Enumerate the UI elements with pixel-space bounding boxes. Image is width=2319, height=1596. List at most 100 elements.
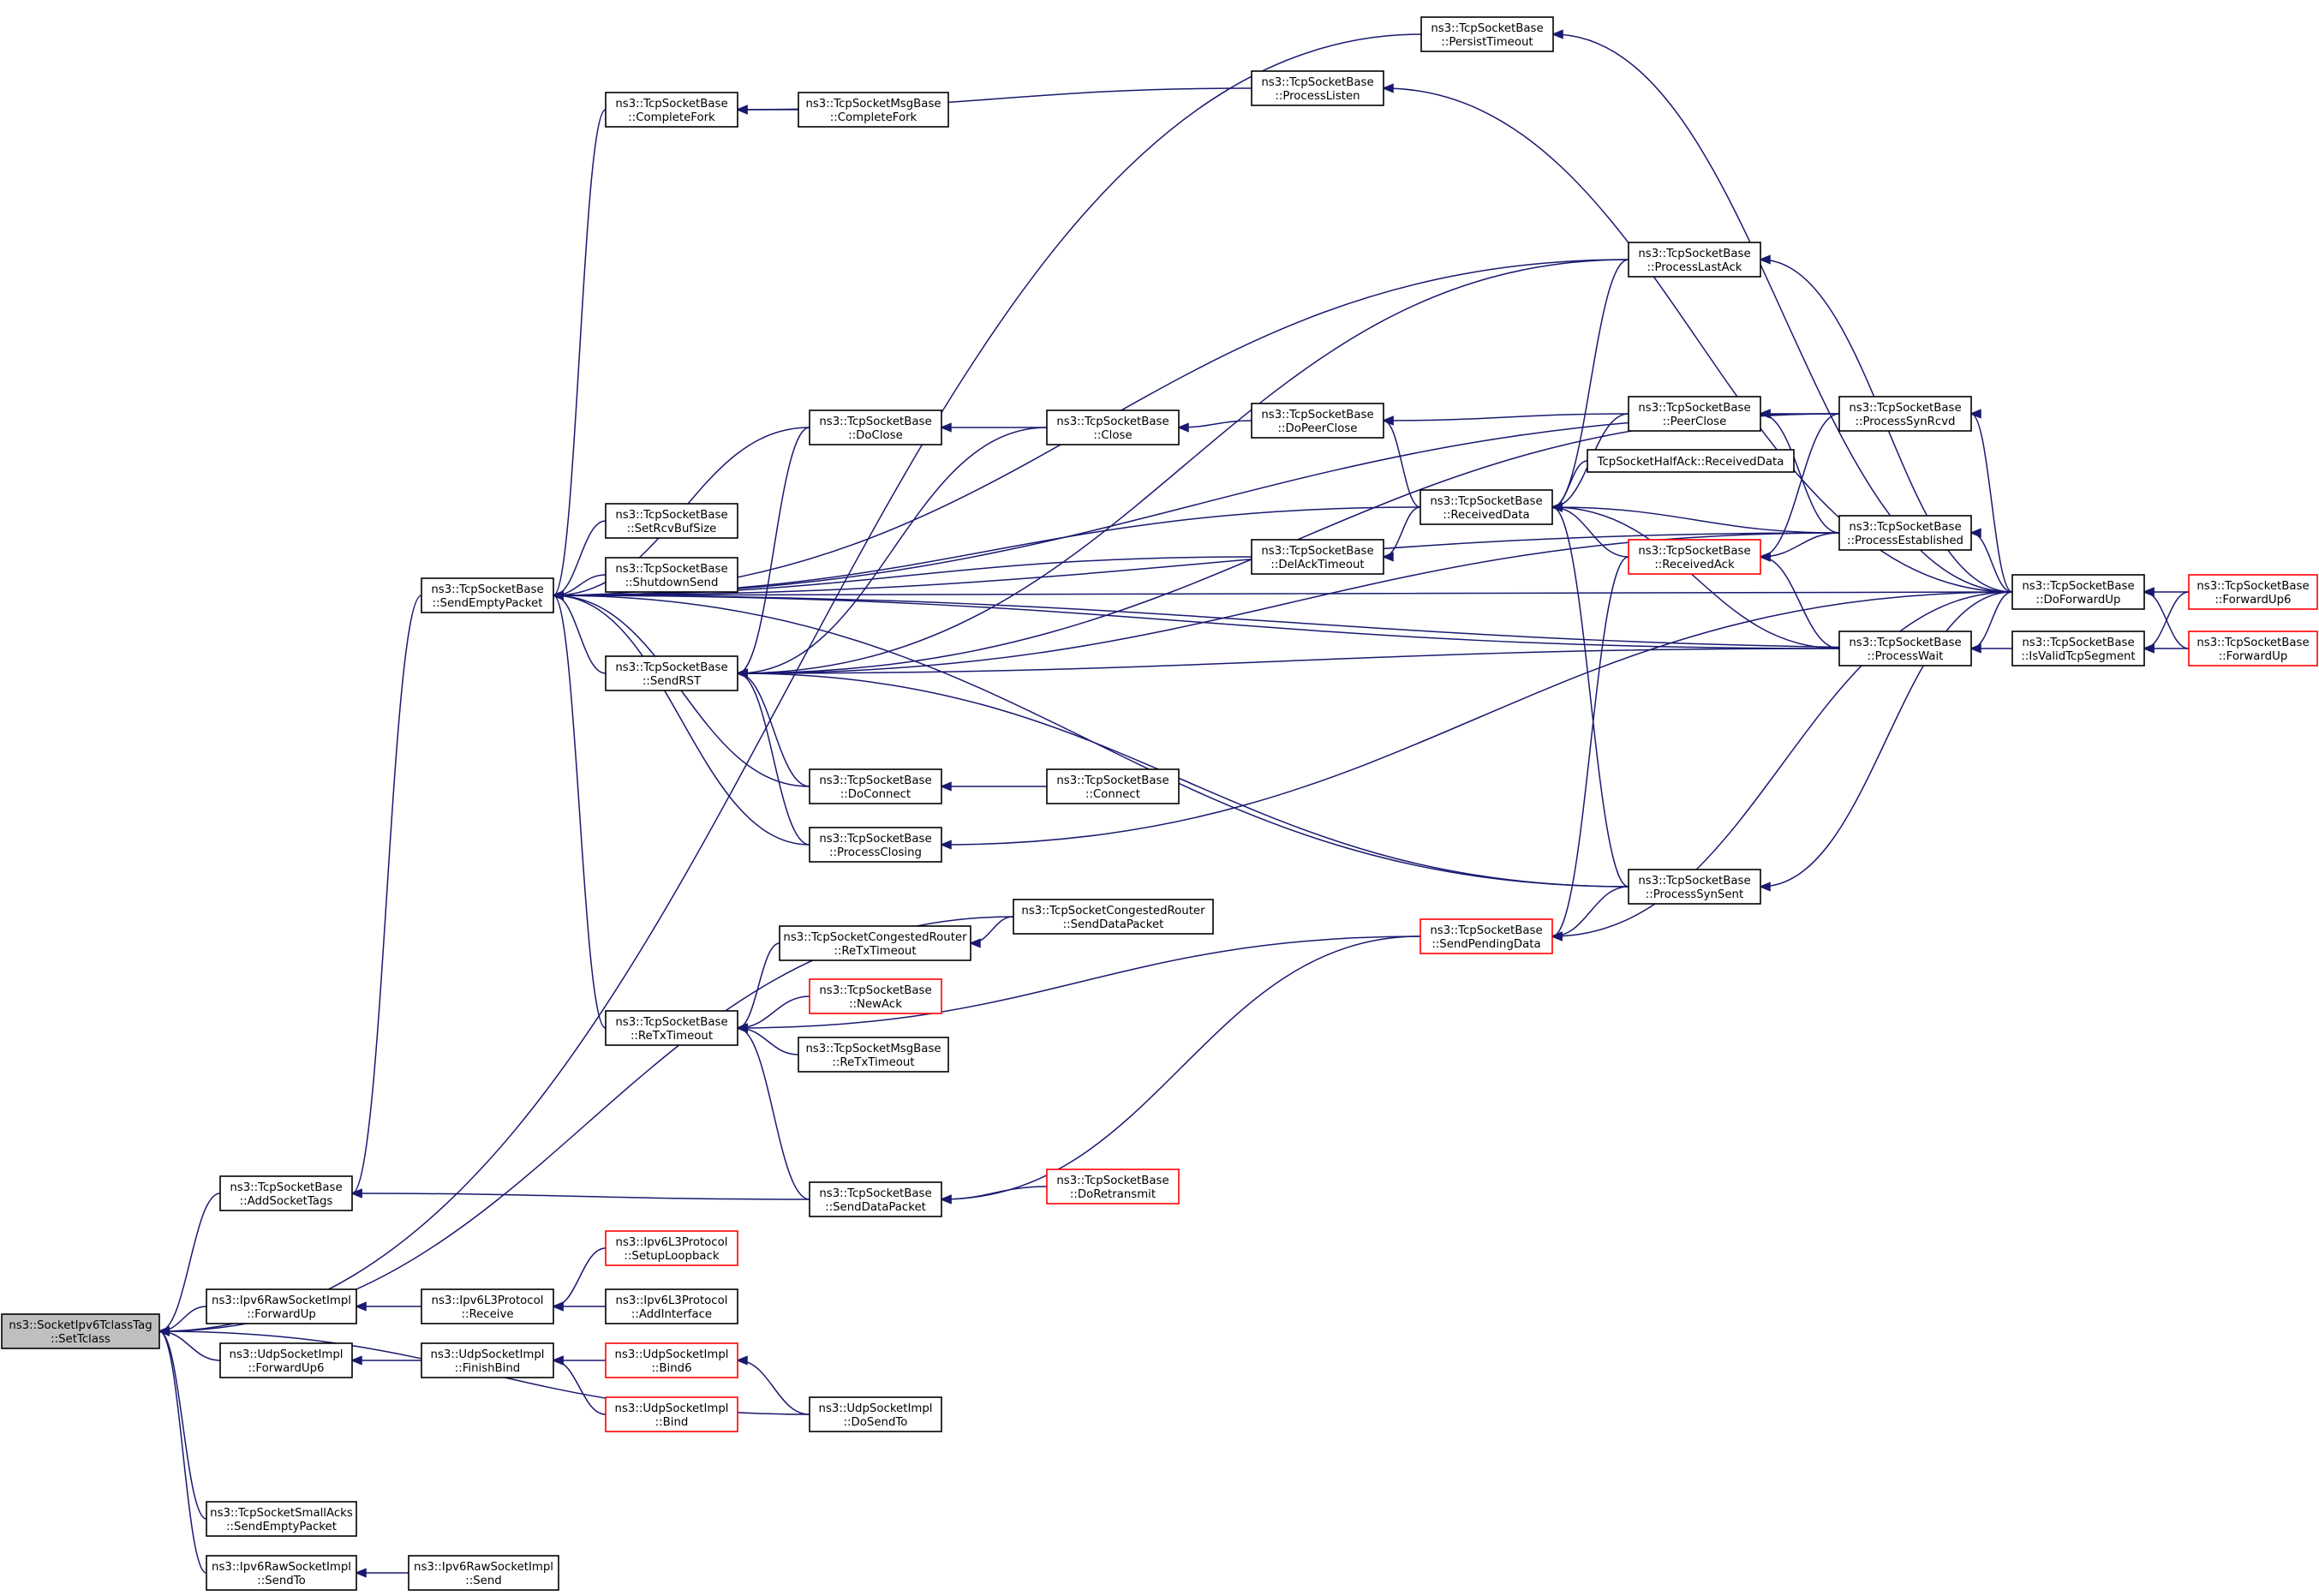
node-label: ::ReceivedData bbox=[1443, 509, 1529, 522]
node-label: ns3::TcpSocketBase bbox=[1638, 248, 1750, 260]
node-label: ::Close bbox=[1093, 429, 1132, 442]
node-processWait[interactable]: ns3::TcpSocketBase::ProcessWait bbox=[1838, 631, 1972, 666]
edge-sendEmptyPacket-delAckTimeout bbox=[553, 556, 1252, 596]
node-box bbox=[2011, 574, 2145, 610]
node-label: ::ReTxTimeout bbox=[631, 1030, 713, 1043]
node-box bbox=[605, 1230, 738, 1266]
node-label: ::NewAck bbox=[849, 998, 902, 1011]
edge-close-doPeerClose bbox=[1178, 420, 1252, 428]
node-box bbox=[809, 768, 942, 804]
node-sendDataPacket[interactable]: ns3::TcpSocketBase::SendDataPacket bbox=[809, 1181, 942, 1217]
node-msgReTxTimeout[interactable]: ns3::TcpSocketMsgBase::ReTxTimeout bbox=[798, 1037, 949, 1073]
edge-sendEmptyPacket-sendRST bbox=[553, 595, 607, 674]
node-label: ns3::TcpSocketBase bbox=[1056, 1175, 1168, 1187]
node-shutdownSend[interactable]: ns3::TcpSocketBase::ShutdownSend bbox=[605, 557, 738, 593]
node-label: ::DoSendTo bbox=[844, 1416, 908, 1429]
node-sendRST[interactable]: ns3::TcpSocketBase::SendRST bbox=[605, 655, 738, 691]
node-bind6[interactable]: ns3::UdpSocketImpl::Bind6 bbox=[605, 1342, 738, 1378]
node-label: ::DelAckTimeout bbox=[1270, 559, 1364, 571]
node-addInterface[interactable]: ns3::Ipv6L3Protocol::AddInterface bbox=[605, 1288, 738, 1324]
node-label: ::PersistTimeout bbox=[1441, 36, 1533, 49]
node-processEstablished[interactable]: ns3::TcpSocketBase::ProcessEstablished bbox=[1838, 515, 1972, 551]
node-doRetransmit[interactable]: ns3::TcpSocketBase::DoRetransmit bbox=[1046, 1169, 1180, 1204]
node-doConnect[interactable]: ns3::TcpSocketBase::DoConnect bbox=[809, 768, 942, 804]
node-processSynRcvd[interactable]: ns3::TcpSocketBase::ProcessSynRcvd bbox=[1838, 396, 1972, 432]
node-congReTxTimeout[interactable]: ns3::TcpSocketCongestedRouter::ReTxTimeo… bbox=[779, 925, 971, 961]
node-processListen[interactable]: ns3::TcpSocketBase::ProcessListen bbox=[1251, 70, 1384, 106]
node-reTxTimeout[interactable]: ns3::TcpSocketBase::ReTxTimeout bbox=[605, 1010, 738, 1046]
node-box bbox=[1838, 631, 1972, 666]
node-processClosing[interactable]: ns3::TcpSocketBase::ProcessClosing bbox=[809, 827, 942, 863]
node-congSendDataPacket[interactable]: ns3::TcpSocketCongestedRouter::SendDataP… bbox=[1013, 899, 1214, 935]
node-doForwardUp[interactable]: ns3::TcpSocketBase::DoForwardUp bbox=[2011, 574, 2145, 610]
edge-sendPendingData-processSynSent bbox=[1551, 886, 1629, 937]
arrowhead bbox=[1759, 254, 1771, 265]
node-completeFork[interactable]: ns3::TcpSocketBase::CompleteFork bbox=[605, 92, 738, 128]
node-label: ns3::Ipv6RawSocketImpl bbox=[414, 1561, 553, 1574]
node-l3Receive[interactable]: ns3::Ipv6L3Protocol::Receive bbox=[421, 1288, 554, 1324]
node-setupLoopback[interactable]: ns3::Ipv6L3Protocol::SetupLoopback bbox=[605, 1230, 738, 1266]
node-doPeerClose[interactable]: ns3::TcpSocketBase::DoPeerClose bbox=[1251, 403, 1384, 439]
node-rawForwardUp[interactable]: ns3::Ipv6RawSocketImpl::ForwardUp bbox=[206, 1288, 357, 1324]
node-processSynSent[interactable]: ns3::TcpSocketBase::ProcessSynSent bbox=[1628, 869, 1761, 905]
node-label: ns3::TcpSocketBase bbox=[1638, 545, 1750, 558]
arrowhead bbox=[1551, 502, 1563, 512]
node-label: ::CompleteFork bbox=[830, 111, 917, 124]
node-newAck[interactable]: ns3::TcpSocketBase::NewAck bbox=[809, 978, 942, 1014]
arrowhead bbox=[969, 938, 981, 948]
edge-sendPendingData-receivedAck bbox=[1551, 556, 1629, 937]
node-box bbox=[809, 1181, 942, 1217]
node-receivedAck[interactable]: ns3::TcpSocketBase::ReceivedAck bbox=[1628, 539, 1761, 575]
node-label: ns3::TcpSocketBase bbox=[230, 1181, 342, 1194]
node-rawSendTo[interactable]: ns3::Ipv6RawSocketImpl::SendTo bbox=[206, 1555, 357, 1591]
arrowhead bbox=[736, 1023, 748, 1033]
node-udpForwardUp6[interactable]: ns3::UdpSocketImpl::ForwardUp6 bbox=[219, 1342, 353, 1378]
node-halfAck[interactable]: TcpSocketHalfAck::ReceivedData bbox=[1587, 449, 1795, 473]
edge-receivedData-halfAck bbox=[1551, 460, 1588, 508]
arrowhead bbox=[736, 668, 748, 678]
node-box bbox=[206, 1288, 357, 1324]
node-box bbox=[2188, 631, 2318, 666]
node-box bbox=[798, 92, 949, 128]
node-connect[interactable]: ns3::TcpSocketBase::Connect bbox=[1046, 768, 1180, 804]
node-label: ::ForwardUp bbox=[2219, 650, 2288, 663]
node-label: ::DoRetransmit bbox=[1070, 1188, 1156, 1201]
node-root[interactable]: ns3::SocketIpv6TclassTag::SetTclass bbox=[1, 1313, 160, 1349]
node-box bbox=[1, 1313, 160, 1349]
node-doClose[interactable]: ns3::TcpSocketBase::DoClose bbox=[809, 409, 942, 445]
node-label: ::SendDataPacket bbox=[1063, 918, 1164, 931]
node-close[interactable]: ns3::TcpSocketBase::Close bbox=[1046, 409, 1180, 445]
node-box bbox=[605, 1010, 738, 1046]
node-box bbox=[206, 1501, 357, 1537]
node-sendEmptyPacket[interactable]: ns3::TcpSocketBase::SendEmptyPacket bbox=[421, 577, 554, 613]
edge-sendEmptyPacket-processEstablished bbox=[553, 532, 1840, 596]
node-setRcvBufSize[interactable]: ns3::TcpSocketBase::SetRcvBufSize bbox=[605, 503, 738, 539]
node-label: ns3::TcpSocketMsgBase bbox=[805, 1043, 941, 1055]
node-peerClose[interactable]: ns3::TcpSocketBase::PeerClose bbox=[1628, 396, 1761, 432]
node-label: ns3::TcpSocketBase bbox=[819, 774, 931, 787]
node-receivedData[interactable]: ns3::TcpSocketBase::ReceivedData bbox=[1419, 489, 1553, 525]
node-finishBind[interactable]: ns3::UdpSocketImpl::FinishBind bbox=[421, 1342, 554, 1378]
edge-sendEmptyPacket-isValidTcpSegment bbox=[553, 595, 2013, 649]
node-forwardUp6[interactable]: ns3::TcpSocketBase::ForwardUp6 bbox=[2188, 574, 2318, 610]
node-sendPendingData[interactable]: ns3::TcpSocketBase::SendPendingData bbox=[1419, 918, 1553, 954]
node-msgCompleteFork[interactable]: ns3::TcpSocketMsgBase::CompleteFork bbox=[798, 92, 949, 128]
node-label: ::Bind bbox=[655, 1416, 689, 1429]
node-smallAcks[interactable]: ns3::TcpSocketSmallAcks::SendEmptyPacket bbox=[206, 1501, 357, 1537]
node-doSendTo[interactable]: ns3::UdpSocketImpl::DoSendTo bbox=[809, 1396, 942, 1432]
node-addSocketTags[interactable]: ns3::TcpSocketBase::AddSocketTags bbox=[219, 1175, 353, 1211]
arrowhead bbox=[940, 840, 952, 850]
node-rawSend[interactable]: ns3::Ipv6RawSocketImpl::Send bbox=[408, 1555, 559, 1591]
arrowhead bbox=[2143, 643, 2155, 654]
node-label: ns3::Ipv6L3Protocol bbox=[616, 1236, 728, 1249]
node-forwardUp[interactable]: ns3::TcpSocketBase::ForwardUp bbox=[2188, 631, 2318, 666]
node-bind[interactable]: ns3::UdpSocketImpl::Bind bbox=[605, 1396, 738, 1432]
node-delAckTimeout[interactable]: ns3::TcpSocketBase::DelAckTimeout bbox=[1251, 539, 1384, 575]
node-processLastAck[interactable]: ns3::TcpSocketBase::ProcessLastAck bbox=[1628, 242, 1761, 278]
edge-l3Receive-setupLoopback bbox=[553, 1247, 607, 1307]
node-box bbox=[1838, 396, 1972, 432]
node-isValidTcpSegment[interactable]: ns3::TcpSocketBase::IsValidTcpSegment bbox=[2011, 631, 2145, 666]
arrowhead bbox=[552, 1301, 564, 1312]
edge-root-addSocketTags bbox=[158, 1193, 221, 1332]
node-persistTimeout[interactable]: ns3::TcpSocketBase::PersistTimeout bbox=[1420, 16, 1554, 52]
